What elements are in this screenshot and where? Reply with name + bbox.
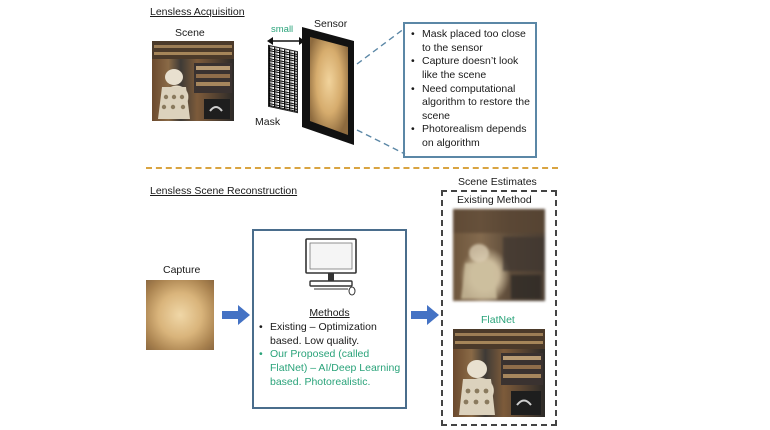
computer-icon	[305, 238, 357, 296]
methods-list: Existing – Optimization based. Low quali…	[258, 321, 401, 389]
callout-lines	[356, 27, 406, 155]
section-divider	[146, 167, 558, 169]
note-item: Capture doesn’t look like the scene	[410, 55, 530, 82]
existing-method-label: Existing Method	[457, 194, 532, 206]
estimates-box: Existing Method FlatNet	[441, 190, 557, 426]
methods-box: Methods Existing – Optimization based. L…	[252, 229, 407, 409]
note-item: Photorealism depends on algorithm	[410, 123, 530, 150]
notes-list: Mask placed too close to the sensor Capt…	[410, 28, 530, 151]
note-item: Mask placed too close to the sensor	[410, 28, 530, 55]
mask-label: Mask	[255, 116, 281, 128]
small-distance-label: small	[271, 24, 294, 35]
scene-image	[152, 41, 234, 121]
scene-image-detail	[152, 41, 234, 119]
sensor-label: Sensor	[314, 18, 348, 30]
reconstruction-section-title: Lensless Scene Reconstruction	[150, 185, 298, 197]
capture-label: Capture	[163, 264, 201, 276]
note-item: Need computational algorithm to restore …	[410, 83, 530, 124]
method-existing: Existing – Optimization based. Low quali…	[258, 321, 401, 348]
existing-method-image	[453, 209, 545, 301]
right-arrow-icon	[411, 305, 439, 325]
flatnet-image	[453, 329, 545, 417]
estimates-title: Scene Estimates	[458, 176, 537, 188]
sensor-image	[302, 27, 354, 145]
acquisition-section-title: Lensless Acquisition	[150, 6, 245, 18]
methods-title: Methods	[309, 307, 350, 319]
flatnet-label: FlatNet	[481, 314, 515, 326]
scene-label: Scene	[175, 27, 205, 39]
right-arrow-icon	[222, 305, 250, 325]
method-proposed: Our Proposed (called FlatNet) – AI/Deep …	[258, 348, 401, 389]
notes-box: Mask placed too close to the sensor Capt…	[403, 22, 537, 158]
capture-image	[146, 280, 214, 350]
mask-image	[268, 44, 298, 114]
